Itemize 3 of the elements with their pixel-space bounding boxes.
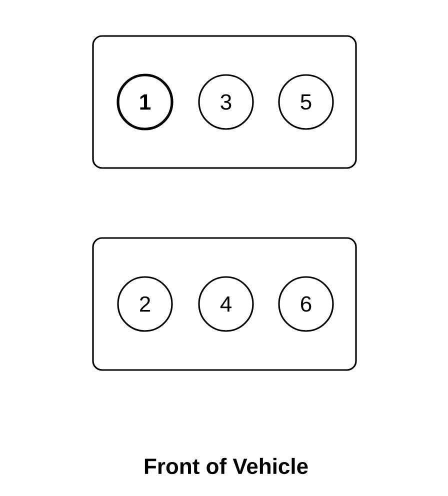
cylinder-bank-box xyxy=(92,237,357,371)
cylinder-bank-box xyxy=(92,35,357,169)
caption: Front of Vehicle xyxy=(144,458,308,474)
